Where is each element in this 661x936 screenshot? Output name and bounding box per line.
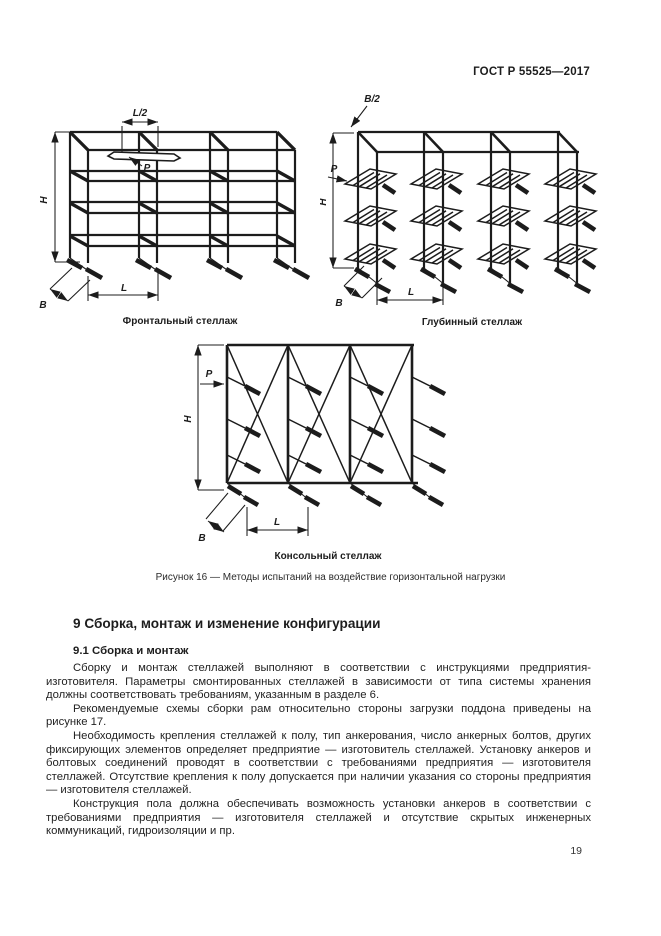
dim-l-label: L — [408, 287, 414, 298]
dim-h-label: H — [183, 415, 194, 423]
deep-rack-structure — [345, 130, 596, 292]
dim-b-label: B — [198, 533, 205, 544]
frontal-rack-structure — [67, 130, 309, 278]
subsection-heading: 9.1 Сборка и монтаж — [73, 645, 189, 657]
cantilever-rack-structure — [227, 343, 445, 505]
deep-rack-diagram: B/2 P H B L Глубинный стеллаж — [320, 94, 625, 328]
dim-h-label: H — [320, 198, 329, 206]
frontal-rack-label: Фронтальный стеллаж — [123, 316, 239, 327]
frontal-load-bar: P — [106, 151, 182, 174]
cantilever-rack-label: Консольный стеллаж — [274, 551, 382, 562]
force-p-label: P — [144, 163, 151, 174]
cantilever-dimensions: P H B L — [183, 344, 309, 544]
standard-code: ГОСТ Р 55525—2017 — [473, 66, 590, 78]
dim-l-label: L — [274, 517, 280, 528]
dim-h-label: H — [39, 196, 50, 204]
deep-dimensions: B/2 P H B L — [320, 94, 444, 309]
page-number: 19 — [570, 845, 582, 857]
force-p-label: P — [206, 369, 213, 380]
dim-l2-label: L/2 — [133, 108, 148, 119]
frontal-rack-diagram: P H L/2 B L Фронтальный стеллаж — [39, 108, 323, 327]
cantilever-rack-diagram: P H B L Консольный стеллаж — [183, 343, 478, 562]
dim-b-label: B — [335, 298, 342, 309]
dim-b-label: B — [39, 300, 46, 311]
frontal-dimensions: H L/2 B L — [39, 108, 159, 311]
section-content: 9 Сборка, монтаж и изменение конфигураци… — [46, 616, 591, 839]
body-paragraph: Необходимость крепления стеллажей к полу… — [46, 729, 591, 797]
deep-rack-label: Глубинный стеллаж — [422, 316, 523, 328]
section-heading: 9 Сборка, монтаж и изменение конфигураци… — [73, 616, 381, 631]
dim-b2-label: B/2 — [364, 94, 380, 105]
figure-caption: Рисунок 16 — Методы испытаний на воздейс… — [155, 572, 506, 583]
body-paragraph: Конструкция пола должна обеспечивать воз… — [46, 797, 591, 838]
body-paragraph: Сборку и монтаж стеллажей выполняют в со… — [46, 662, 591, 702]
body-paragraph: Рекомендуемые схемы сборки рам относител… — [46, 702, 591, 729]
force-p-label: P — [331, 164, 338, 175]
dim-l-label: L — [121, 283, 127, 294]
